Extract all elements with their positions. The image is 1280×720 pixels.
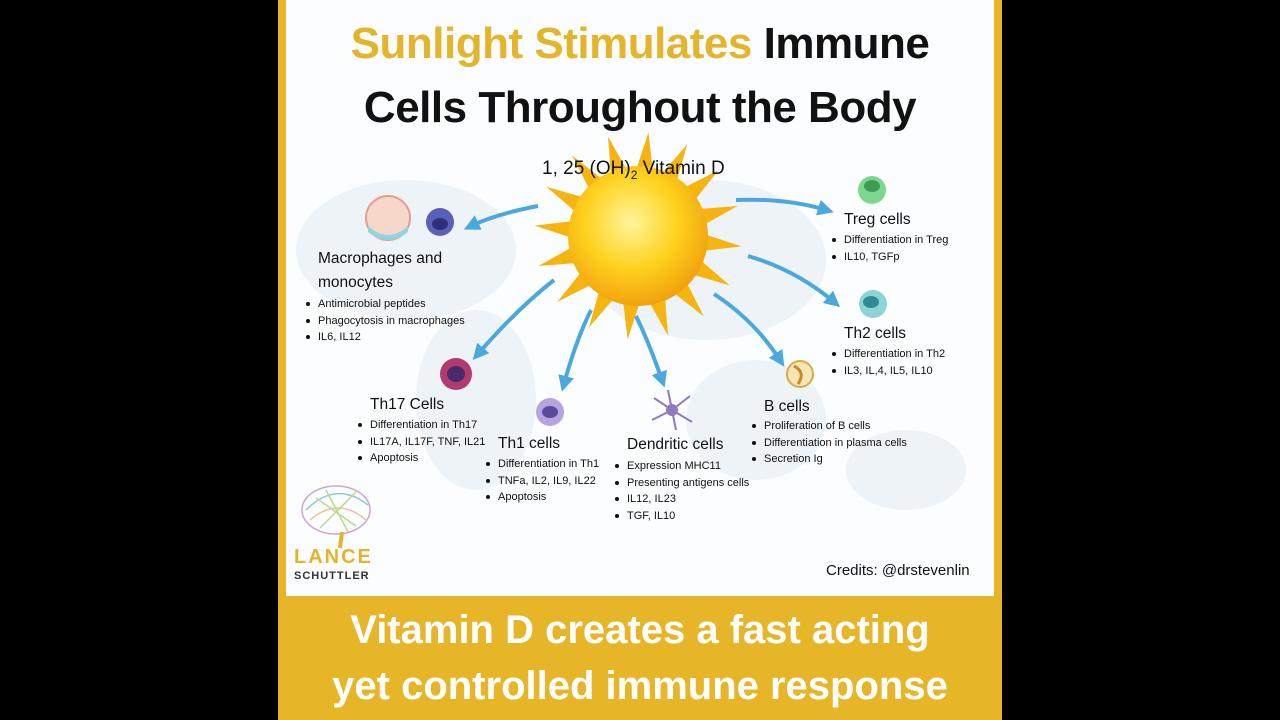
arrow-to-th2 bbox=[747, 254, 841, 308]
list-item: Differentiation in plasma cells bbox=[752, 435, 907, 452]
th1-list: Differentiation in Th1 TNFa, IL2, IL9, I… bbox=[486, 456, 599, 506]
macrophages-list: Antimicrobial peptides Phagocytosis in m… bbox=[306, 296, 465, 346]
arrow-to-bcells bbox=[712, 292, 785, 367]
macrophages-title-1: Macrophages and bbox=[318, 250, 443, 267]
title-line-1: Sunlight Stimulates Immune bbox=[286, 18, 994, 70]
list-item: IL12, IL23 bbox=[615, 491, 749, 508]
arrow-to-th17 bbox=[472, 278, 556, 361]
list-item: Secretion Ig bbox=[752, 451, 907, 468]
credits: Credits: @drstevenlin bbox=[826, 562, 970, 579]
arrow-to-th1 bbox=[558, 309, 593, 392]
list-item: Expression MHC11 bbox=[615, 458, 749, 475]
diagram-panel: Sunlight Stimulates Immune Cells Through… bbox=[286, 0, 994, 596]
vitamin-d-label: 1, 25 (OH)2 Vitamin D bbox=[542, 158, 725, 182]
list-item: Differentiation in Th1 bbox=[486, 456, 599, 473]
list-item: IL3, IL,4, IL5, IL10 bbox=[832, 363, 945, 380]
bcells-list: Proliferation of B cells Differentiation… bbox=[752, 418, 907, 468]
panel-background bbox=[296, 132, 966, 549]
footer-highlight: Vitamin D bbox=[350, 608, 534, 652]
monocyte-icon bbox=[426, 208, 454, 236]
macrophages-title-2: monocytes bbox=[318, 274, 393, 291]
th17-title: Th17 Cells bbox=[370, 396, 445, 413]
arrows bbox=[463, 197, 841, 392]
list-item: Antimicrobial peptides bbox=[306, 296, 465, 313]
list-item: Apoptosis bbox=[358, 450, 485, 467]
b-cell-icon bbox=[786, 360, 814, 388]
sun-ray bbox=[635, 132, 654, 174]
list-item: Proliferation of B cells bbox=[752, 418, 907, 435]
th17-cell-icon bbox=[440, 358, 472, 390]
list-item: Apoptosis bbox=[486, 489, 599, 506]
logo-surname: SCHUTTLER bbox=[294, 570, 370, 582]
dendritic-cell-icon bbox=[651, 389, 693, 431]
th1-title: Th1 cells bbox=[498, 435, 561, 452]
sun-ray bbox=[696, 206, 738, 227]
treg-title: Treg cells bbox=[844, 211, 911, 228]
dendritic-title: Dendritic cells bbox=[627, 436, 724, 453]
arrow-to-treg bbox=[735, 197, 834, 216]
dendritic-list: Expression MHC11 Presenting antigens cel… bbox=[615, 458, 749, 524]
list-item: Presenting antigens cells bbox=[615, 475, 749, 492]
sun-ray bbox=[700, 233, 742, 252]
bcells-title: B cells bbox=[764, 398, 810, 415]
sun-ray bbox=[608, 136, 629, 178]
th2-title: Th2 cells bbox=[844, 325, 907, 342]
sun-ray bbox=[622, 298, 641, 340]
sun-ray bbox=[647, 294, 668, 336]
title-highlight: Sunlight Stimulates bbox=[350, 19, 753, 68]
footer-line-1-rest: creates a fast acting bbox=[545, 608, 930, 652]
footer-line-2: yet controlled immune response bbox=[332, 664, 948, 708]
title-line-2: Cells Throughout the Body bbox=[363, 83, 917, 132]
list-item: TGF, IL10 bbox=[615, 508, 749, 525]
infographic-card: Sunlight Stimulates Immune Cells Through… bbox=[278, 0, 1002, 720]
list-item: Differentiation in Treg bbox=[832, 232, 948, 249]
list-item: IL17A, IL17F, TNF, IL21 bbox=[358, 434, 485, 451]
list-item: TNFa, IL2, IL9, IL22 bbox=[486, 473, 599, 490]
macrophage-icon bbox=[365, 195, 411, 241]
vitamin-d-label-sub: 2 bbox=[630, 167, 638, 182]
th2-list: Differentiation in Th2 IL3, IL,4, IL5, I… bbox=[832, 346, 945, 379]
logo-name: LANCE bbox=[294, 546, 373, 568]
list-item: Differentiation in Th2 bbox=[832, 346, 945, 363]
th1-cell-icon bbox=[536, 398, 564, 426]
arrow-to-macrophages bbox=[463, 204, 539, 230]
list-item: Phagocytosis in macrophages bbox=[306, 313, 465, 330]
treg-cell-icon bbox=[858, 176, 886, 204]
brain-logo-icon bbox=[301, 485, 371, 549]
th2-cell-icon bbox=[859, 290, 887, 318]
title-rest: Immune bbox=[763, 19, 930, 68]
sun-icon bbox=[534, 132, 742, 340]
list-item: Differentiation in Th17 bbox=[358, 417, 485, 434]
sun-ray bbox=[538, 245, 580, 266]
vitamin-d-label-suffix: Vitamin D bbox=[642, 158, 725, 179]
th17-list: Differentiation in Th17 IL17A, IL17F, TN… bbox=[358, 417, 485, 467]
treg-list: Differentiation in Treg IL10, TGFp bbox=[832, 232, 948, 265]
vitamin-d-label-prefix: 1, 25 (OH) bbox=[542, 158, 631, 179]
list-item: IL10, TGFp bbox=[832, 249, 948, 266]
arrow-to-dendritic bbox=[634, 315, 667, 388]
sun-ray bbox=[534, 220, 576, 239]
list-item: IL6, IL12 bbox=[306, 329, 465, 346]
footer-line-1: Vitamin D creates a fast acting bbox=[278, 606, 1002, 654]
